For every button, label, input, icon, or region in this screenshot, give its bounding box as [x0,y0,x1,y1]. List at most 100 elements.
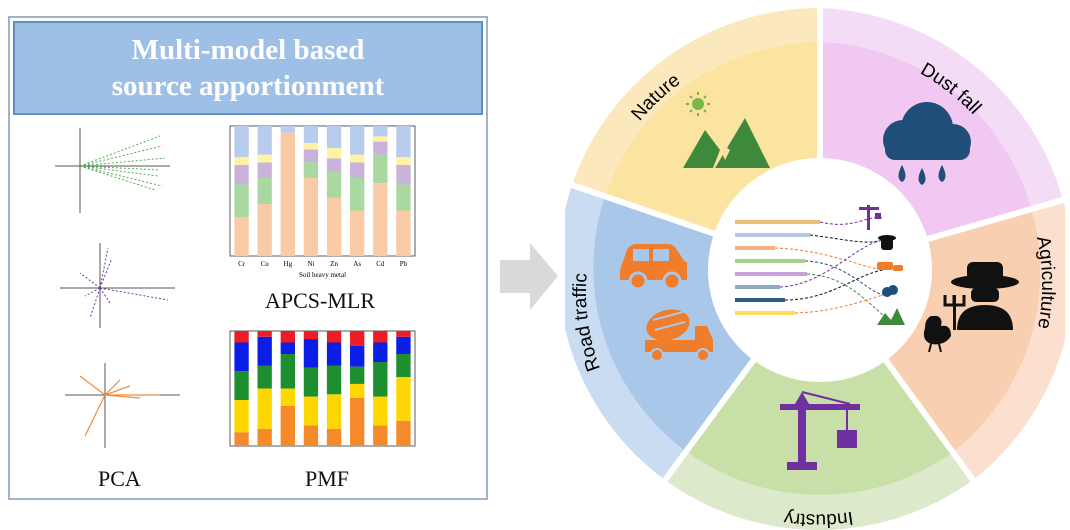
tick-label: As [353,260,361,268]
bar-segment [396,420,411,446]
bar-segment [234,184,249,217]
tick-label: Zn [330,260,338,268]
title-line-1: Multi-model based [131,34,365,66]
bar-segment [373,154,388,184]
title-line-2: source apportionment [111,70,385,102]
bar-segment [350,366,365,384]
bar-segment [326,197,342,256]
pca-label: PCA [98,466,141,491]
bar-segment [350,331,365,346]
bar-segment [396,377,411,421]
bar-segment [257,388,272,429]
tick-label: Pb [400,260,408,268]
bar-segment [234,157,249,165]
bar-segment [326,171,342,198]
bar-segment [234,165,249,185]
bar-segment [280,132,295,256]
bar-segment [303,396,319,426]
bar-segment [350,210,365,256]
bar-segment [326,394,342,429]
bar-segment [234,400,249,433]
bar-segment [326,342,342,366]
tick-label: Cd [376,260,385,268]
source-wheel: Nature Dust fall Agriculture Industry Ro… [565,7,1065,530]
bar-segment [373,362,388,397]
bar-segment [303,425,319,446]
bar-segment [350,154,365,163]
bar-segment [396,354,411,377]
bar-segment [257,428,272,446]
bar-segment [350,345,365,367]
bar-segment [303,162,319,178]
bar-segment [234,331,249,343]
farmer-icon [943,262,1019,330]
bar-segment [280,331,295,343]
bar-segment [373,141,388,155]
bar-segment [396,126,411,158]
bar-segment [396,210,411,256]
method-panel: Multi-model based source apportionment [8,16,488,500]
bar-segment [373,342,388,363]
pca-biplots [55,128,180,448]
bar-segment [373,126,388,137]
bar-segment [303,339,319,368]
tick-label: Cr [238,260,246,268]
bar-segment [350,383,365,398]
cloud-rain-icon [883,102,971,185]
bar-segment [234,371,249,400]
label-industry: Industry [782,507,854,530]
bar-segment [350,178,365,211]
bar-segment [234,342,249,372]
bar-segment [326,428,342,446]
plot-frame [229,125,416,257]
bar-segment [280,388,295,406]
bar-segment [303,367,319,397]
bar-segment [326,158,342,172]
bar-segment [257,162,272,178]
bar-segment [234,432,249,446]
crane-icon [780,391,860,470]
tick-label: Hg [284,260,293,268]
bar-segment [396,157,411,165]
x-axis-label: Soil heavy metal [299,271,346,279]
plot-frame [229,330,416,447]
bar-segment [257,365,272,389]
bar-segment [303,331,319,340]
bar-segment [373,396,388,426]
bar-segment [280,354,295,389]
bar-segment [234,217,249,256]
bar-segment [326,331,342,343]
bar-segment [326,126,342,149]
bar-segment [350,162,365,178]
bar-segment [396,165,411,185]
cement-truck-icon [645,309,713,362]
apcs-mlr-label: APCS-MLR [265,288,376,313]
bar-segment [280,126,295,133]
center-linkage-chart [735,205,905,325]
bar-segment [257,204,272,256]
bar-segment [373,331,388,343]
bar-segment [303,149,319,163]
bar-segment [396,184,411,211]
car-icon [620,244,687,291]
bar-segment [234,126,249,158]
bar-segment [326,148,342,159]
tick-label: Cu [261,260,270,268]
bar-segment [257,154,272,163]
pmf-chart [229,330,416,447]
pca-plot-1 [55,128,170,213]
bar-segment [373,183,388,256]
bar-segment [303,126,319,143]
pmf-label: PMF [305,466,350,491]
bar-segment [257,126,272,155]
mountain-sun-icon [683,92,770,168]
pca-plot-3 [65,363,180,448]
bar-segment [303,142,319,150]
bar-segment [257,178,272,204]
rooster-icon [923,315,951,353]
sector-industry [687,270,953,495]
bar-segment [326,365,342,395]
bar-segment [350,397,365,446]
bar-segment [257,336,272,366]
